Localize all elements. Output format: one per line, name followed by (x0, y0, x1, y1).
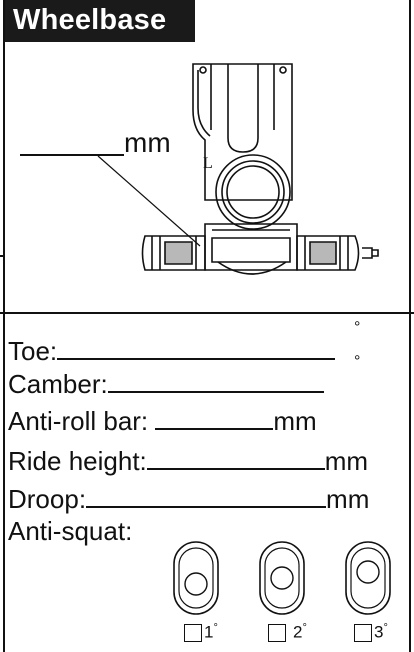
droop-row: Droop: mm (8, 482, 369, 514)
camber-label: Camber: (8, 369, 108, 399)
anti-squat-3-checkbox[interactable] (354, 624, 372, 642)
ride-height-label: Ride height: (8, 446, 147, 476)
ride-height-input-line[interactable] (146, 444, 325, 470)
toe-unit: ° (354, 319, 361, 336)
hub-carrier-drawing: L (97, 63, 379, 275)
anti-roll-bar-row: Anti-roll bar: mm (8, 404, 317, 436)
part-marking: L (203, 155, 213, 172)
camber-unit: ° (354, 353, 361, 370)
anti-squat-3-icon (345, 541, 391, 615)
camber-input-line[interactable] (107, 367, 324, 393)
droop-label: Droop: (8, 484, 87, 514)
toe-row: Toe: (8, 334, 336, 366)
anti-squat-row: Anti-squat: (8, 516, 132, 546)
section-title: Wheelbase (13, 4, 167, 36)
anti-squat-3-label: 3° (374, 622, 388, 642)
anti-squat-1-label: 1° (204, 622, 218, 642)
setup-sheet-panel: Wheelbase (3, 0, 411, 652)
section-header: Wheelbase (5, 0, 195, 42)
anti-squat-2-checkbox[interactable] (268, 624, 286, 642)
anti-squat-2-icon (259, 541, 305, 615)
anti-squat-1-checkbox[interactable] (184, 624, 202, 642)
section-divider (0, 312, 414, 314)
ride-height-unit: mm (324, 446, 369, 476)
anti-squat-label: Anti-squat: (8, 516, 133, 546)
droop-unit: mm (326, 484, 370, 514)
divider-tick (0, 255, 4, 257)
anti-squat-1-icon (173, 541, 219, 615)
anti-roll-bar-unit: mm (273, 406, 317, 436)
wheelbase-unit: mm (124, 127, 171, 158)
anti-roll-bar-label: Anti-roll bar: (8, 406, 149, 436)
ride-height-row: Ride height: mm (8, 444, 368, 476)
wheelbase-value-line[interactable] (20, 154, 124, 156)
droop-input-line[interactable] (86, 482, 327, 508)
toe-input-line[interactable] (57, 334, 336, 360)
anti-squat-2-label: 2° (293, 622, 307, 642)
camber-row: Camber: (8, 367, 324, 399)
anti-roll-bar-input-line[interactable] (155, 404, 274, 430)
toe-label: Toe: (8, 336, 58, 366)
